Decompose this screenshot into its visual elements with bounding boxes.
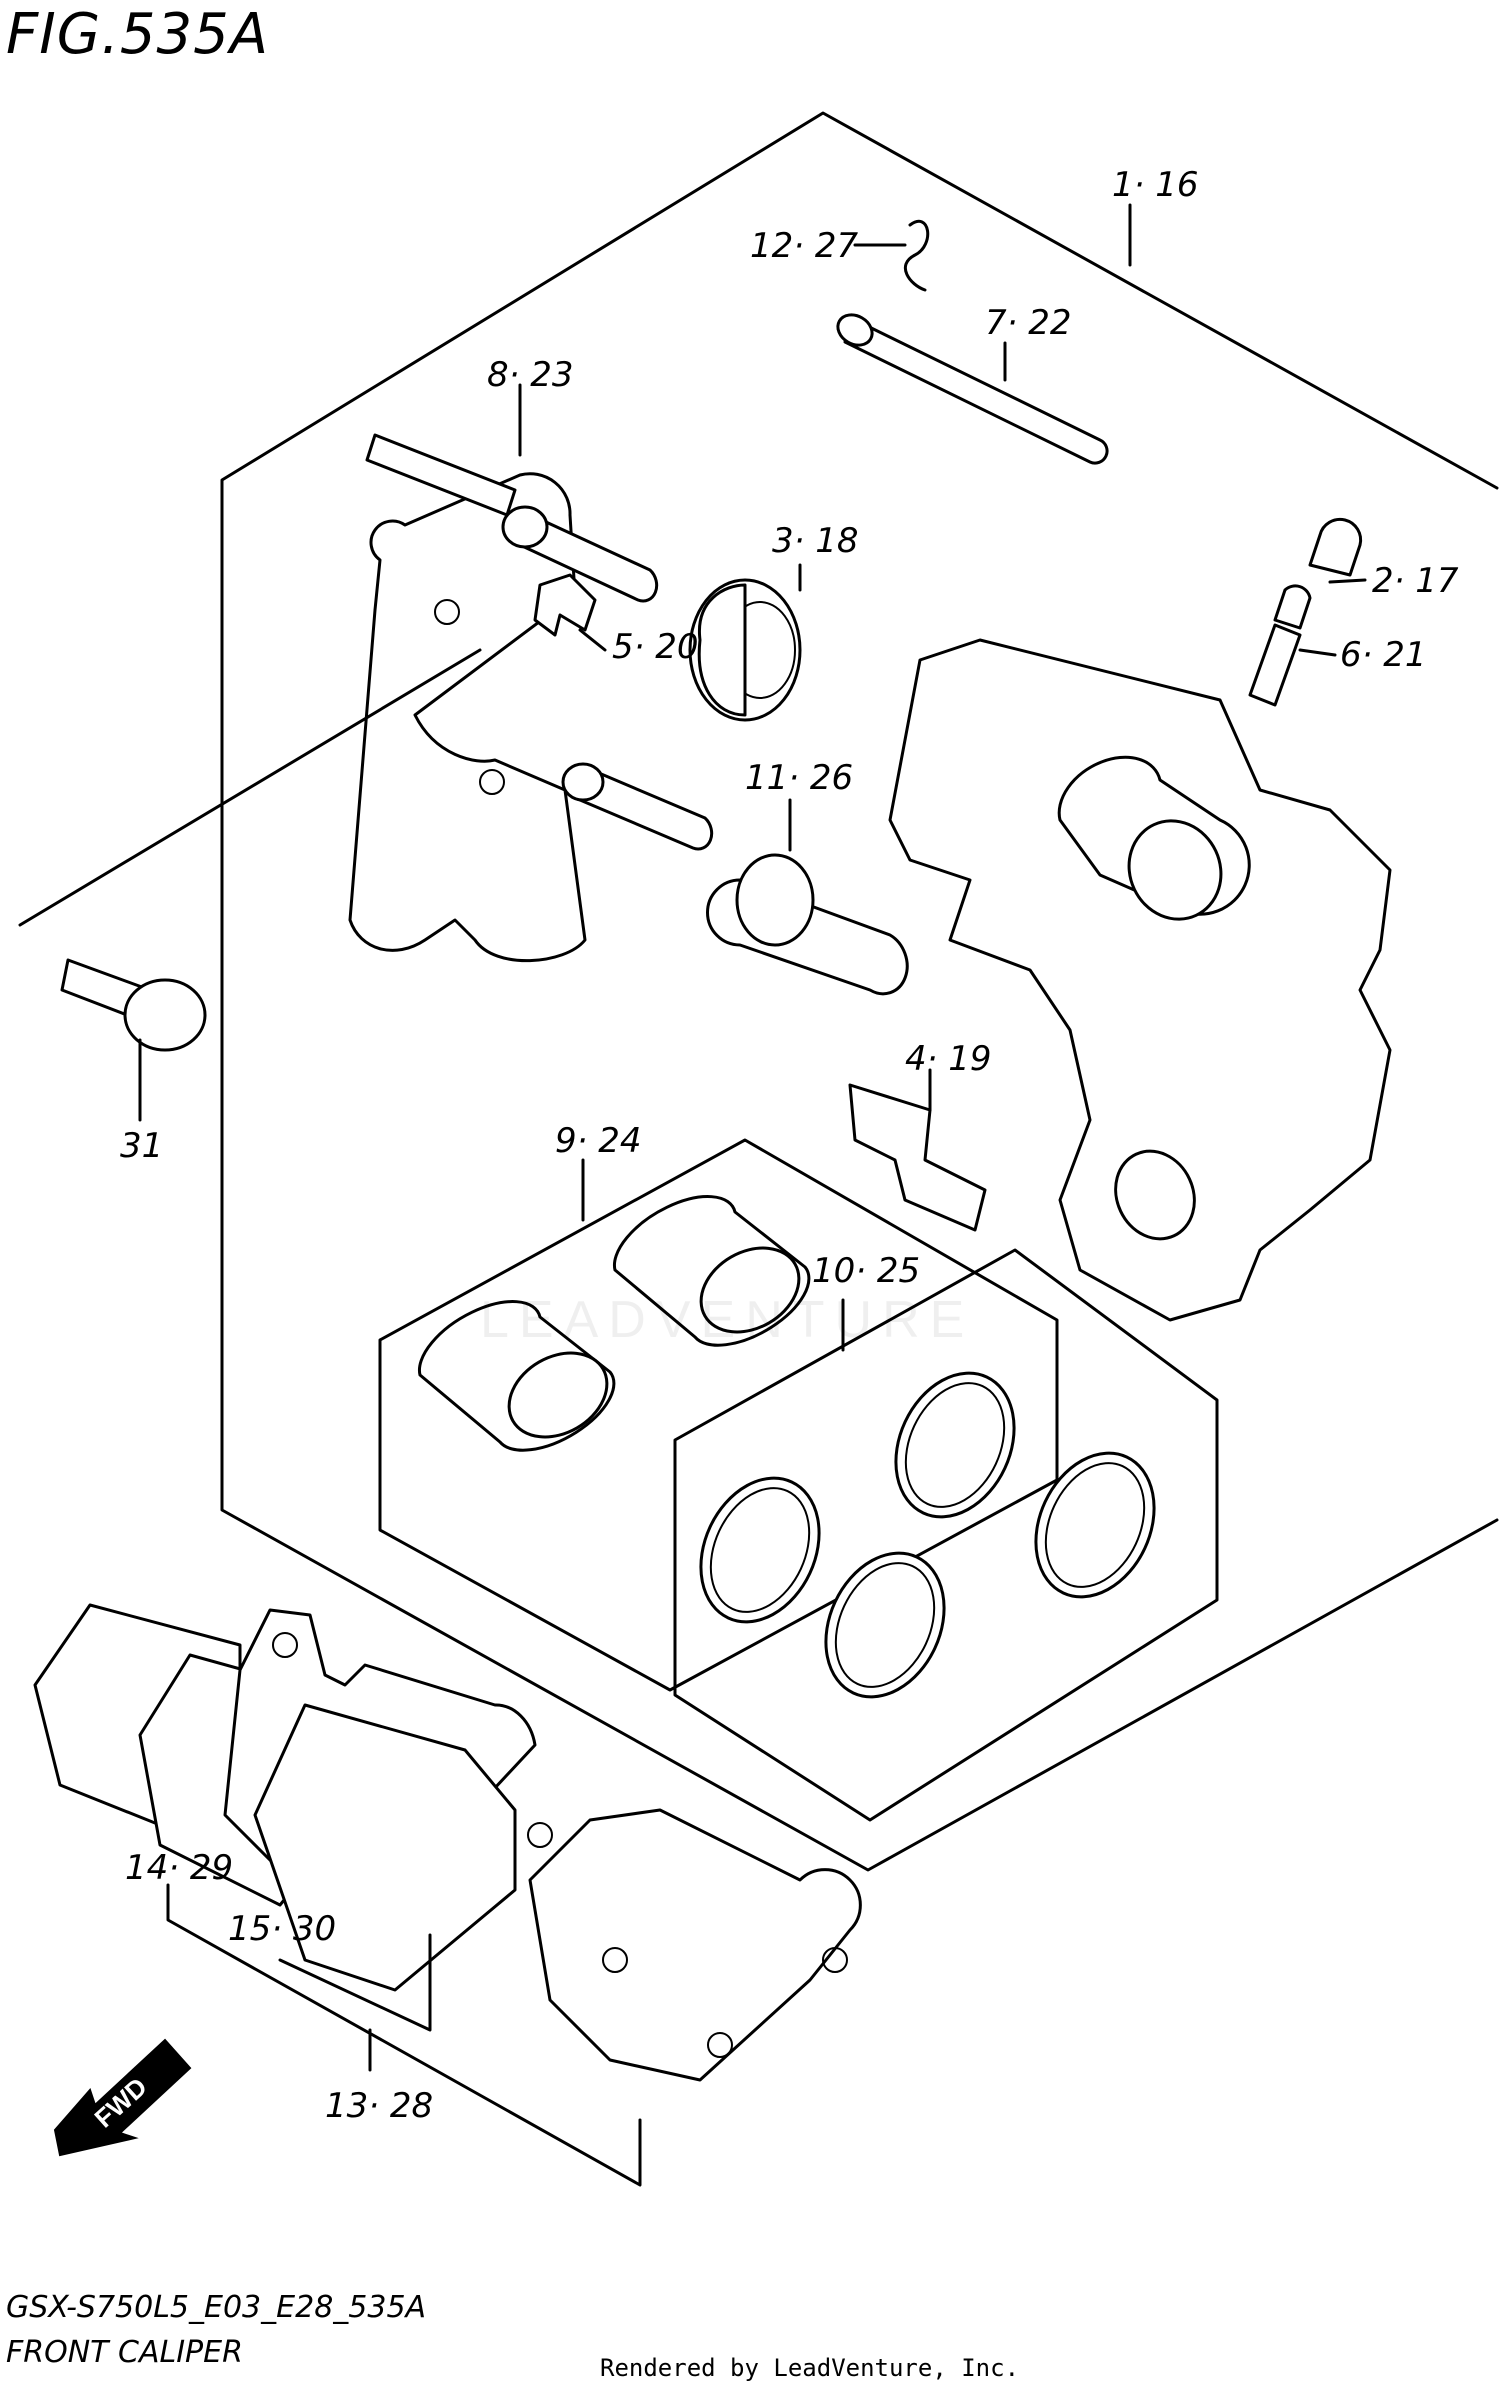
callout-4-19: 4· 19 xyxy=(905,1039,992,1079)
callout-5-20: 5· 20 xyxy=(612,627,699,667)
callout-12-27: 12· 27 xyxy=(750,226,859,266)
bleeder xyxy=(1248,517,1363,707)
callout-10-25: 10· 25 xyxy=(812,1251,920,1291)
mounting-bolt xyxy=(60,958,207,1052)
callout-labels: 1· 16 12· 27 7· 22 8· 23 3· 18 2· 17 5· … xyxy=(120,165,1459,2126)
figure-number: FIG.535A xyxy=(6,2,270,67)
leader-lines xyxy=(18,203,1367,2187)
sleeve-boot xyxy=(706,853,909,996)
callout-2-17: 2· 17 xyxy=(1372,561,1459,601)
seals xyxy=(699,1371,1156,1699)
watermark: LEADVENTURE xyxy=(480,1291,975,1349)
callout-6-21: 6· 21 xyxy=(1340,635,1427,675)
callout-3-18: 3· 18 xyxy=(772,521,859,561)
caliper-pin xyxy=(836,219,1109,465)
rendered-by-footer: Rendered by LeadVenture, Inc. xyxy=(600,2354,1020,2382)
caliper-body xyxy=(888,638,1392,1322)
pad-spring xyxy=(848,1083,987,1232)
callout-11-26: 11· 26 xyxy=(745,758,853,798)
fwd-arrow-icon: FWD xyxy=(53,2038,192,2157)
callout-13-28: 13· 28 xyxy=(325,2086,433,2126)
brake-pads xyxy=(33,1603,862,2082)
callout-31: 31 xyxy=(120,1126,163,1166)
model-code: GSX-S750L5_E03_E28_535A xyxy=(6,2290,427,2325)
callout-9-24: 9· 24 xyxy=(555,1121,642,1161)
callout-7-22: 7· 22 xyxy=(985,303,1072,343)
callout-8-23: 8· 23 xyxy=(487,355,574,395)
seal-kit-box xyxy=(673,1248,1219,1822)
callout-15-30: 15· 30 xyxy=(228,1909,336,1949)
pistons xyxy=(417,1195,811,1452)
pin-boot xyxy=(688,578,802,722)
spring-clip xyxy=(533,573,597,637)
callout-1-16: 1· 16 xyxy=(1112,165,1199,205)
diagram-title: FRONT CALIPER xyxy=(6,2335,243,2370)
assembly-boundary xyxy=(220,111,1499,1872)
callout-14-29: 14· 29 xyxy=(125,1848,233,1888)
caliper-bracket xyxy=(348,433,714,963)
